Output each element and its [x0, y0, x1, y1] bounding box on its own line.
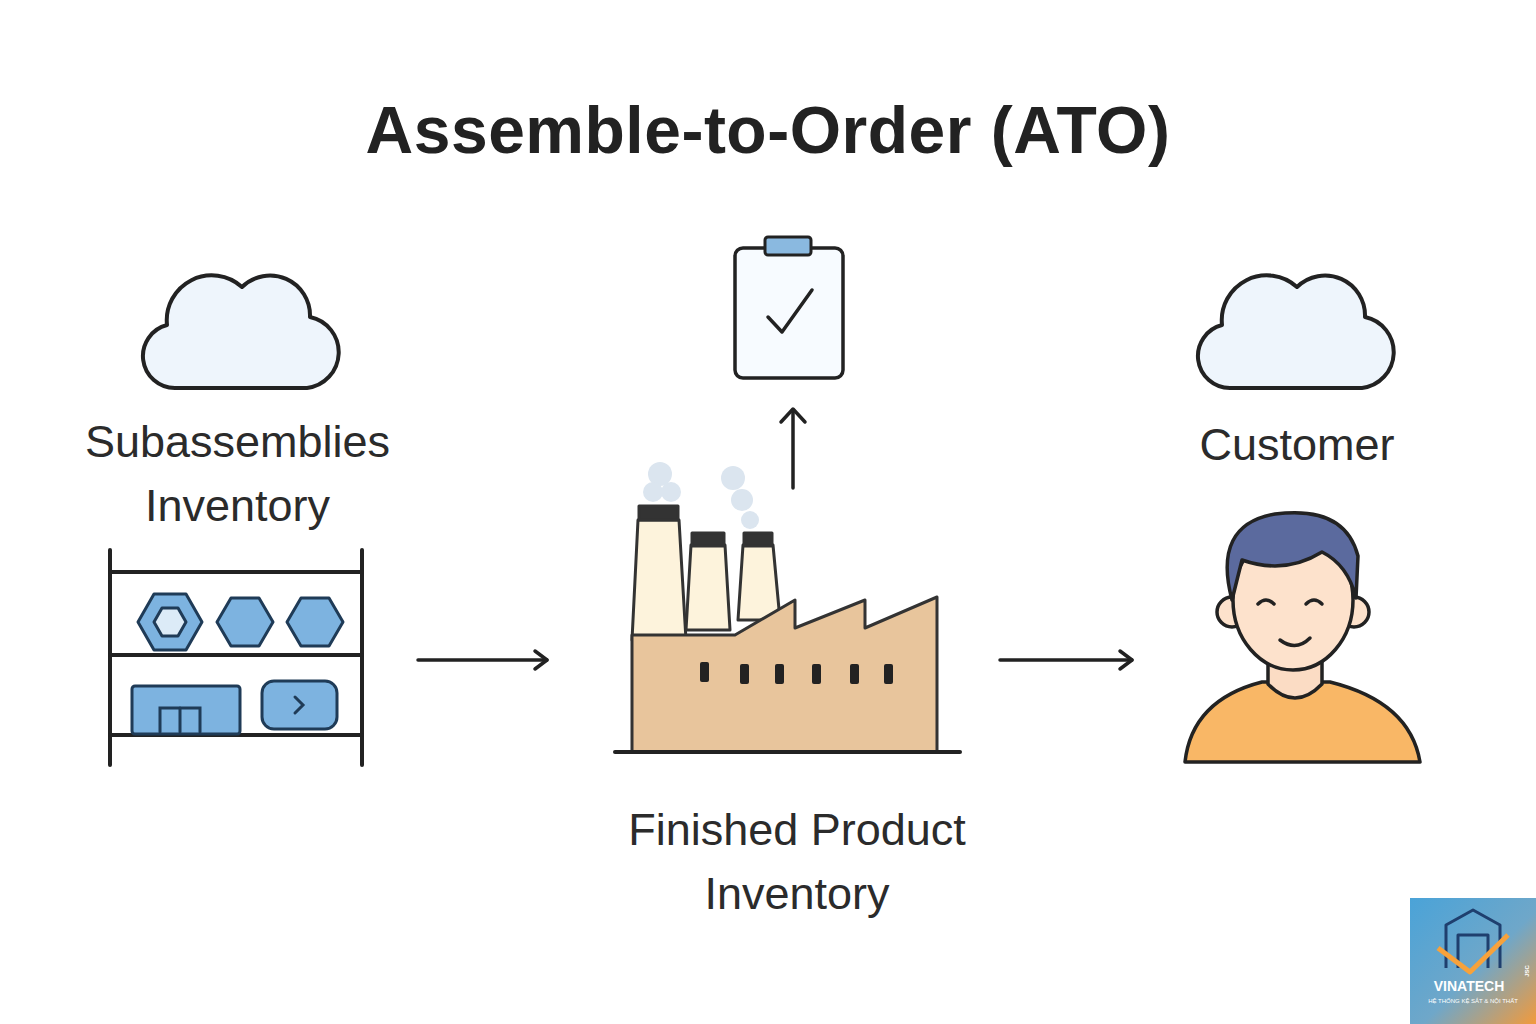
- diagram-title: Assemble-to-Order (ATO): [0, 92, 1536, 168]
- watermark-text: VINATECH: [1410, 978, 1528, 994]
- check-mark: [768, 290, 812, 332]
- factory-window: [700, 662, 709, 682]
- box-part: [132, 686, 240, 734]
- smoke-puff: [731, 489, 753, 511]
- shelf-board: [110, 653, 362, 657]
- flow-arrow: [418, 658, 547, 662]
- logo-building: [1458, 935, 1488, 968]
- person-hair: [1227, 513, 1358, 600]
- hex-nut-hole: [154, 608, 186, 636]
- cloud-icon: [1198, 275, 1394, 388]
- chimney-cap: [744, 533, 772, 546]
- person-mouth: [1280, 638, 1310, 646]
- factory-window: [812, 664, 821, 684]
- shelf-board: [110, 570, 362, 574]
- logo-check: [1438, 935, 1508, 972]
- watermark-text: HỆ THỐNG KỆ SẮT & NỘI THẤT: [1410, 998, 1536, 1004]
- node-label: Customer: [1132, 413, 1462, 477]
- part-detail: [160, 708, 200, 732]
- node-group: Subassemblies Inventory: [57, 270, 418, 770]
- person-eye: [1258, 600, 1274, 604]
- up-arrow: [791, 410, 795, 488]
- smoke-puff: [741, 511, 759, 529]
- chimney: [738, 545, 780, 620]
- chimney-cap: [692, 533, 724, 546]
- hex-part: [287, 598, 343, 646]
- clipboard-clip: [765, 237, 811, 255]
- flow-arrow: [1000, 658, 1132, 662]
- factory-building: [632, 597, 937, 752]
- factory-window: [775, 664, 784, 684]
- node-group: Customer: [1132, 270, 1462, 770]
- capsule-part: [262, 681, 337, 729]
- ground-line: [615, 750, 960, 754]
- smoke-puff: [643, 482, 663, 502]
- part-detail: [179, 708, 182, 732]
- factory-window: [740, 664, 749, 684]
- logo-badge: [1410, 898, 1536, 1024]
- shelf-post: [360, 550, 364, 765]
- factory-window: [884, 664, 893, 684]
- smoke-puff: [661, 482, 681, 502]
- clipboard: [735, 248, 843, 378]
- shelf-post: [108, 550, 112, 765]
- hex-nut: [138, 594, 202, 650]
- part-detail: [295, 697, 303, 713]
- node-group: Finished Product Inventory: [547, 440, 1000, 930]
- smoke-puff: [721, 466, 745, 490]
- chimney-cap: [639, 506, 678, 520]
- node-label: Subassemblies Inventory: [57, 410, 418, 538]
- watermark-text: JSC: [1524, 956, 1530, 986]
- hex-part: [217, 598, 273, 646]
- node-label: Finished Product Inventory: [587, 798, 1007, 926]
- chimney: [686, 545, 730, 630]
- person-eye: [1306, 600, 1322, 604]
- cloud-icon: [143, 275, 339, 388]
- up-arrow-head: [781, 409, 805, 422]
- factory-window: [850, 664, 859, 684]
- chimney: [632, 520, 686, 640]
